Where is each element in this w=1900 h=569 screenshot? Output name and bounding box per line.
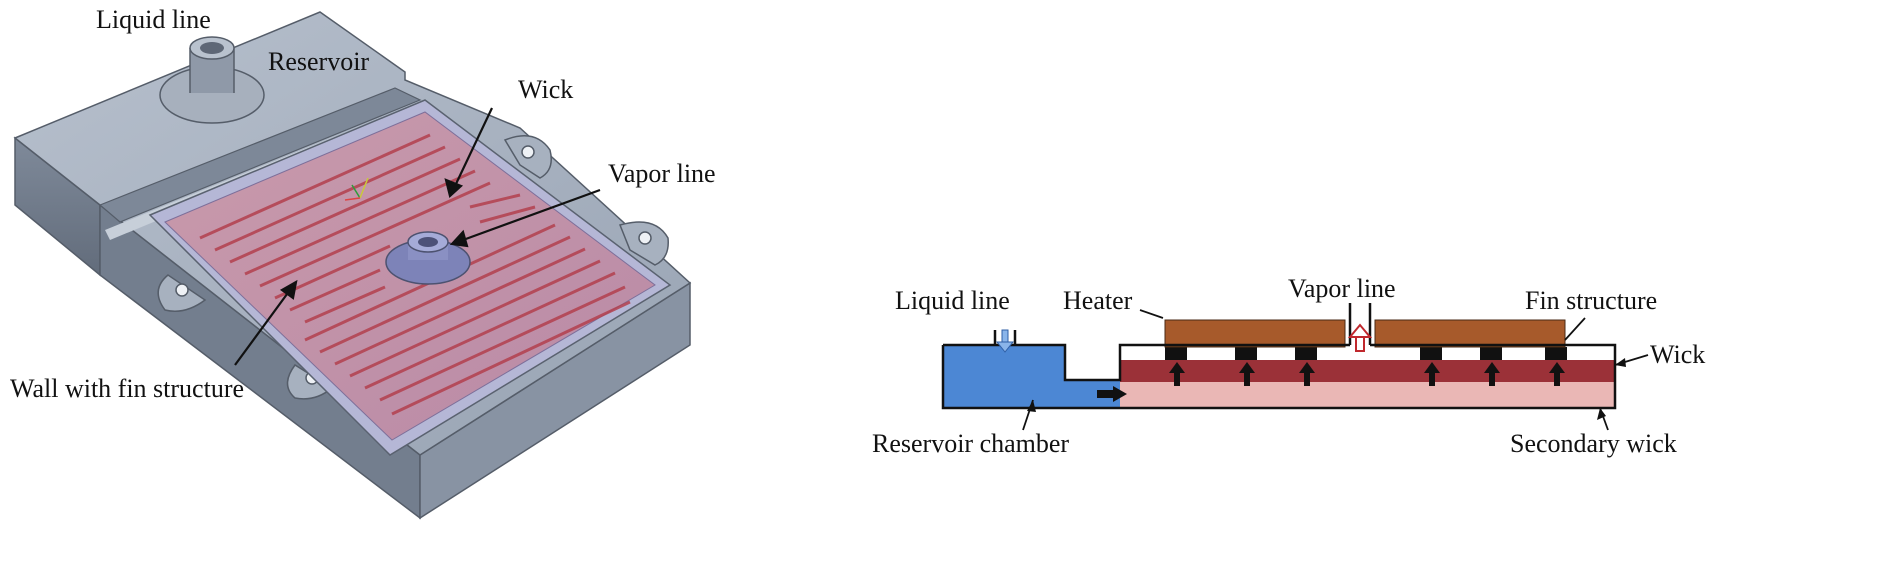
mounting-tabs (157, 135, 669, 400)
wick (1120, 360, 1615, 382)
right-callout-arrowheads (1027, 358, 1626, 420)
liquid-line-boss (159, 36, 265, 124)
label-heater: Heater (1063, 286, 1133, 315)
label-liquid-line: Liquid line (96, 5, 211, 34)
heater-left (1164, 319, 1346, 348)
label-fin-structure: Fin structure (1525, 286, 1657, 315)
cross-section-view: Liquid line Heater Vapor line Fin struct… (870, 0, 1900, 564)
evaporator-3d-svg: Liquid line Reservoir Wick Vapor line Wa… (10, 5, 716, 520)
fin-blocks (1165, 347, 1567, 360)
label-vapor-line-xs: Vapor line (1288, 274, 1396, 303)
label-wick-xs: Wick (1650, 340, 1705, 369)
label-vapor-line: Vapor line (608, 159, 716, 188)
label-wall-with-fin: Wall with fin structure (10, 374, 244, 403)
secondary-wick (1120, 382, 1615, 408)
label-reservoir: Reservoir (268, 47, 369, 76)
reservoir-chamber-fill (943, 345, 1120, 408)
reservoir-groove (98, 87, 422, 223)
label-wick: Wick (518, 75, 573, 104)
cross-section-svg: Liquid line Heater Vapor line Fin struct… (872, 274, 1705, 458)
axis-triad-icon (344, 177, 369, 201)
label-reservoir-chamber: Reservoir chamber (872, 429, 1069, 458)
label-liquid-line-xs: Liquid line (895, 286, 1010, 315)
vapor-outflow-arrow-icon (1347, 323, 1373, 352)
vapor-rise-arrows (1169, 362, 1565, 386)
liquid-inflow-arrow-icon (995, 329, 1015, 353)
heater-right (1374, 319, 1566, 348)
vapor-line-boss (385, 231, 471, 285)
evaporator-3d-view: Liquid line Reservoir Wick Vapor line Wa… (0, 0, 870, 564)
callout-arrows (234, 107, 601, 366)
feed-arrow-icon (1113, 386, 1127, 402)
label-secondary-wick: Secondary wick (1510, 429, 1677, 458)
